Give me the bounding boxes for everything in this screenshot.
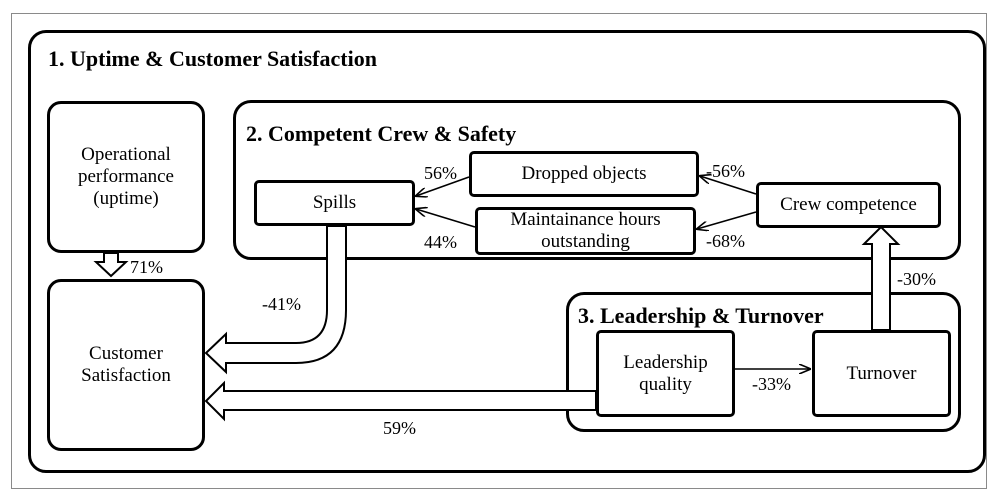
node-maintenance-hours: Maintainance hours outstanding [475, 207, 696, 255]
node-turnover: Turnover [812, 330, 951, 417]
arrow-crew-to-dropped [700, 176, 757, 195]
figure-frame [11, 13, 987, 489]
node-operational-line1: Operational [81, 144, 171, 165]
edge-label-spills-customer: -41% [262, 294, 301, 314]
node-customer-line2: Satisfaction [81, 365, 171, 386]
node-operational-line2: performance [78, 166, 174, 187]
edge-label-leadership-customer: 59% [383, 418, 416, 438]
edge-label-operational-customer: 71% [130, 257, 163, 277]
node-customer-satisfaction: Customer Satisfaction [47, 279, 205, 451]
arrow-crew-to-maintenance [697, 211, 757, 229]
edge-label-crew-dropped: -56% [706, 161, 745, 181]
node-maintenance-line2: outstanding [541, 231, 630, 252]
arrow-dropped-to-spills [416, 176, 470, 196]
node-leadership-line2: quality [639, 373, 692, 395]
edge-label-crew-maintenance: -68% [706, 231, 745, 251]
arrow-spills-to-customer [204, 225, 347, 375]
arrow-maintenance-to-spills [416, 209, 476, 228]
group-title-competent-crew-safety: 2. Competent Crew & Safety [246, 121, 517, 146]
edge-label-turnover-crew: -30% [897, 269, 936, 289]
edge-label-maintenance-spills: 44% [424, 232, 457, 252]
node-dropped-objects: Dropped objects [469, 151, 699, 197]
edge-label-leadership-turnover: -33% [752, 374, 791, 394]
node-spills: Spills [254, 180, 415, 226]
arrow-turnover-to-crew [861, 225, 901, 331]
node-operational-performance: Operational performance (uptime) [47, 101, 205, 253]
node-leadership-line1: Leadership [623, 351, 708, 373]
arrow-leadership-to-customer [204, 380, 597, 422]
node-maintenance-line1: Maintainance hours [510, 209, 661, 230]
node-crew-label: Crew competence [780, 194, 917, 215]
group-title-leadership-turnover: 3. Leadership & Turnover [578, 303, 824, 328]
node-spills-label: Spills [312, 192, 357, 213]
node-customer-line1: Customer [89, 343, 163, 364]
node-dropped-label: Dropped objects [521, 163, 647, 184]
node-crew-competence: Crew competence [756, 182, 941, 228]
node-turnover-label: Turnover [846, 362, 917, 384]
arrow-operational-to-customer [93, 252, 129, 278]
edge-label-dropped-spills: 56% [424, 163, 457, 183]
group-title-uptime-customer-satisfaction: 1. Uptime & Customer Satisfaction [48, 46, 377, 71]
node-operational-line3: (uptime) [93, 188, 159, 209]
node-leadership-quality: Leadership quality [596, 330, 735, 417]
